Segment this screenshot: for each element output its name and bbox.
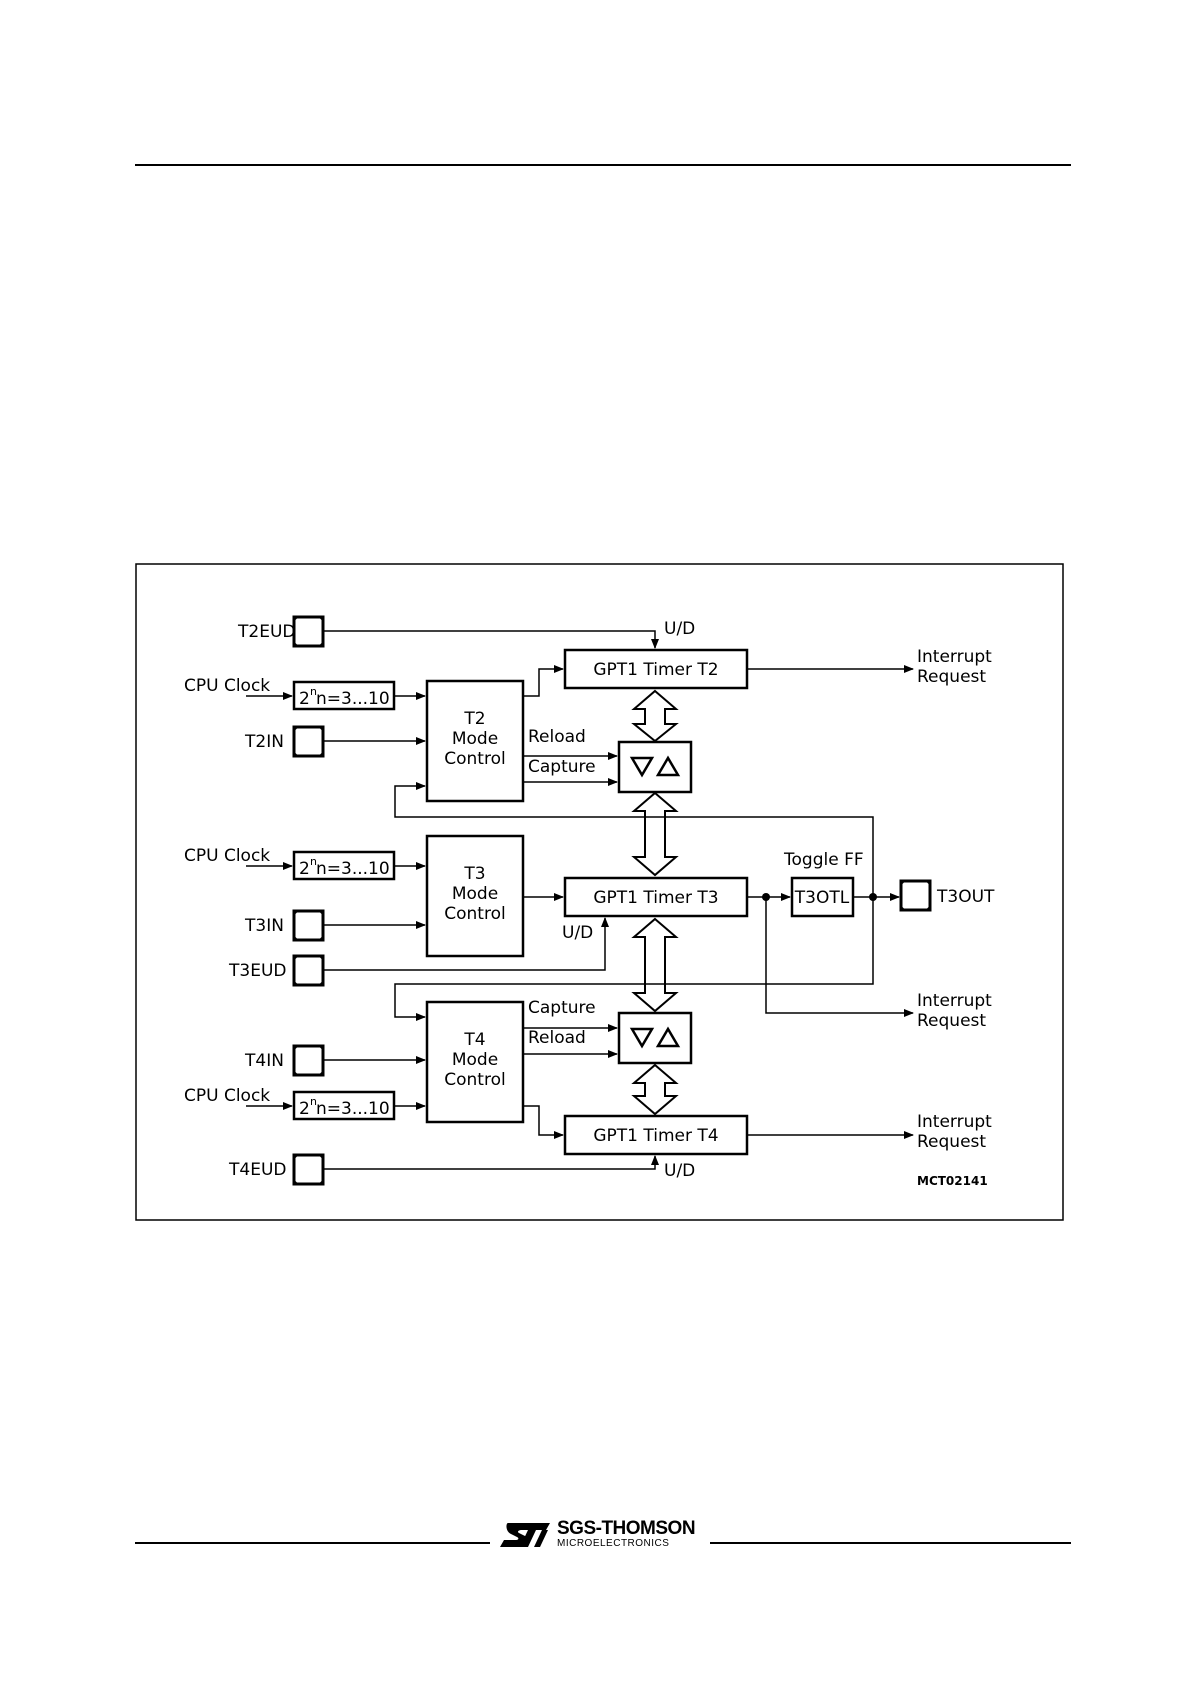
pin-t2in [292,725,325,758]
capture-label-t2: Capture [528,757,596,777]
st-logo-icon [500,1523,550,1547]
cpu-clock-label-t2: CPU Clock [184,676,270,696]
request-label-t4: Request [917,1132,986,1152]
pin-t4eud [292,1153,325,1186]
reload-label-t4: Reload [528,1028,586,1048]
svg-text:GPT1 Timer T2: GPT1 Timer T2 [593,660,718,680]
updown-label-t4: U/D [664,1161,695,1181]
svg-text:T3: T3 [463,864,485,884]
double-arrow-capreload-t3-upper [631,791,679,877]
svg-text:Mode: Mode [452,1050,498,1070]
prescaler-t2: 2 n n=3...10 [292,680,396,711]
t3otl-block: T3OTL [790,876,855,918]
double-arrow-t2-capreload [631,689,679,743]
svg-text:2: 2 [299,1099,310,1119]
brand-name: SGS-THOMSON [557,1518,696,1539]
pin-t2eud [292,615,325,648]
prescaler-t4: 2 n n=3...10 [292,1090,396,1121]
mode-control-t2: T2 Mode Control [425,679,525,803]
capture-label-t4: Capture [528,998,596,1018]
svg-text:n: n [310,1095,317,1108]
capreload-block-t2 [617,740,693,794]
svg-text:2: 2 [299,689,310,709]
cpu-clock-label-t4: CPU Clock [184,1086,270,1106]
capreload-block-t4 [617,1011,693,1065]
request-label-t2: Request [917,667,986,687]
brand-logo: SGS-THOMSON MICROELECTRONICS [498,1517,708,1553]
timer-t2: GPT1 Timer T2 [563,648,749,690]
svg-text:T3OTL: T3OTL [794,888,850,908]
footer-rule-right [710,1542,1071,1544]
svg-text:n=3...10: n=3...10 [316,1099,390,1119]
svg-text:Control: Control [444,904,505,924]
pin-label-t4in: T4IN [244,1051,284,1071]
diagram-frame [135,563,1064,1221]
svg-text:GPT1 Timer T4: GPT1 Timer T4 [593,1126,718,1146]
double-arrow-t3-capreload-lower [631,917,679,1013]
mode-control-t4: T4 Mode Control [425,1000,525,1124]
junction-dot [869,893,877,901]
pin-t4in [292,1044,325,1077]
svg-text:n: n [310,855,317,868]
svg-text:Mode: Mode [452,884,498,904]
cpu-clock-label-t3: CPU Clock [184,846,270,866]
brand-subtitle: MICROELECTRONICS [557,1538,670,1549]
svg-text:T4: T4 [463,1030,485,1050]
pin-label-t4eud: T4EUD [228,1160,286,1180]
double-arrow-capreload-t4 [631,1063,679,1116]
header-rule [135,164,1071,166]
interrupt-label-t4: Interrupt [917,1112,992,1132]
pin-label-t3in: T3IN [244,916,284,936]
figure-id: MCT02141 [917,1174,988,1188]
prescaler-t3: 2 n n=3...10 [292,850,396,881]
toggle-ff-label: Toggle FF [783,850,864,870]
pin-t3eud [292,954,325,987]
pin-t3in [292,909,325,942]
pin-label-t3eud: T3EUD [228,961,286,981]
footer-rule-left [135,1542,490,1544]
pin-label-t2in: T2IN [244,732,284,752]
timer-t4: GPT1 Timer T4 [563,1114,749,1156]
pin-t3out [899,879,932,912]
pin-label-t3out: T3OUT [936,887,995,907]
updown-label-t3: U/D [562,923,593,943]
junction-dot [762,893,770,901]
svg-text:n: n [310,685,317,698]
timer-t3: GPT1 Timer T3 [563,876,749,918]
interrupt-label-t3: Interrupt [917,991,992,1011]
svg-text:GPT1 Timer T3: GPT1 Timer T3 [593,888,718,908]
mode-control-t3: T3 Mode Control [425,834,525,958]
svg-text:n=3...10: n=3...10 [316,859,390,879]
request-label-t3: Request [917,1011,986,1031]
updown-label-t2: U/D [664,619,695,639]
interrupt-label-t2: Interrupt [917,647,992,667]
svg-text:n=3...10: n=3...10 [316,689,390,709]
reload-label-t2: Reload [528,727,586,747]
svg-text:T2: T2 [463,709,485,729]
connections [246,630,914,1170]
svg-text:2: 2 [299,859,310,879]
svg-text:Control: Control [444,749,505,769]
pin-label-t2eud: T2EUD [237,622,295,642]
svg-text:Mode: Mode [452,729,498,749]
svg-text:Control: Control [444,1070,505,1090]
